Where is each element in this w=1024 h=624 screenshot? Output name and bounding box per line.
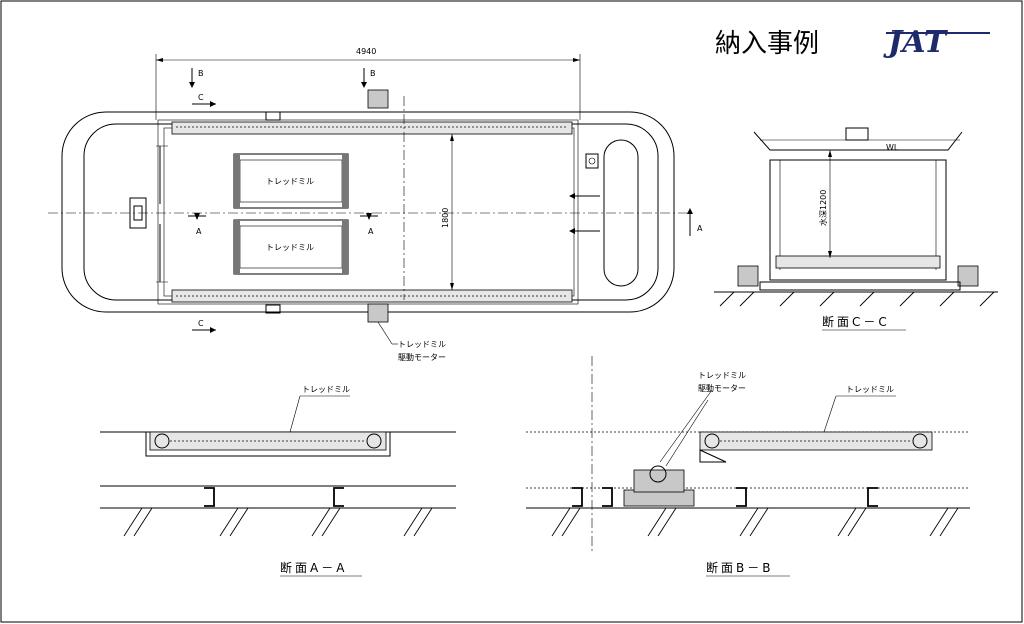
section-cc-tank [769, 159, 947, 281]
treadmill-label-1: トレッドミル [266, 177, 314, 186]
section-bb-motor-label-line1: トレッドミル [698, 371, 746, 380]
motor-label-line1: トレッドミル [398, 340, 446, 349]
dim-width: 1800 [441, 208, 450, 228]
section-bb-treadmill-label: トレッドミル [846, 385, 894, 394]
pool-inner-outline [83, 123, 659, 301]
water-level: WL [886, 143, 899, 152]
cut-mark-b-left: B [198, 69, 204, 78]
cut-mark-c-bottom: C [198, 319, 204, 328]
water-depth: 水深1200 [818, 190, 828, 226]
section-aa-caption: 断面A－A [280, 560, 347, 575]
dim-length: 4940 [356, 47, 376, 56]
cut-mark-c-top: C [198, 93, 204, 102]
logo-text: JAT [883, 25, 949, 60]
treadmill-label-2: トレッドミル [266, 243, 314, 252]
plan-view: トレッドミル トレッドミル 4940 1800 B B [48, 47, 703, 362]
section-bb: トレッドミル 駆動モーター トレッドミル 断面B－B [526, 356, 970, 577]
section-cc-caption: 断面C－C [822, 314, 890, 329]
motor-bottom [367, 303, 389, 323]
cut-mark-a-mid: A [368, 227, 374, 236]
cut-mark-b-right: B [370, 69, 376, 78]
section-bb-motor [633, 469, 685, 493]
cut-mark-a-left: A [196, 227, 202, 236]
motor-label-line2: 駆動モーター [398, 353, 446, 362]
section-cc: 水深1200 WL 断面C－C [714, 127, 998, 331]
section-bb-caption: 断面B－B [706, 560, 773, 575]
top-belt [171, 121, 573, 135]
section-bb-motor-label-line2: 駆動モーター [698, 384, 746, 393]
pool-outer-outline [61, 111, 675, 313]
section-aa-treadmill-label: トレッドミル [302, 385, 350, 394]
jat-logo: JAT [883, 25, 990, 60]
section-aa: トレッドミル 断面A－A [100, 385, 456, 577]
cut-mark-a-right: A [697, 224, 703, 233]
drawing-title: 納入事例 [715, 29, 819, 59]
motor-top [367, 89, 389, 109]
